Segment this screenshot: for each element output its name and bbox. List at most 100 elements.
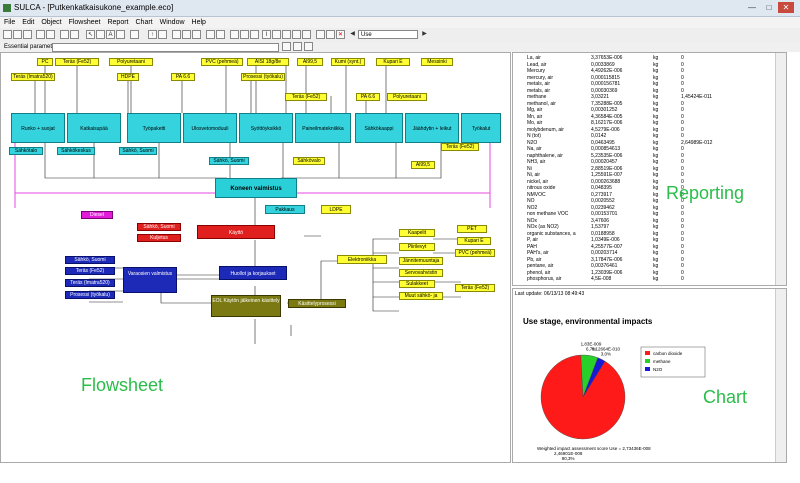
zoom-icon[interactable]	[182, 30, 191, 39]
move-up-icon[interactable]: ↑	[148, 30, 157, 39]
node-ulosvetomoduuli[interactable]: Ulosvetomoduuli	[183, 113, 237, 143]
node-pvc-pehmea[interactable]: PVC (pehmeä)	[455, 249, 495, 257]
node-sahkotalo[interactable]: Sähkötalo	[9, 147, 43, 155]
node-sahko-suomi[interactable]: Sähkö, Suomi	[65, 256, 115, 264]
node-varaosien-valmistus[interactable]: Varaosien valmistus	[123, 267, 177, 293]
arrow-right-icon[interactable]: ▶	[422, 31, 427, 37]
new-icon[interactable]	[3, 30, 12, 39]
node-kuljetus[interactable]: Kuljetus	[137, 234, 181, 242]
node-sulakkeet[interactable]: Sulakkeet	[399, 280, 435, 288]
node-jaahdytin[interactable]: Jäähdytin + leikut	[405, 113, 459, 143]
option-icon[interactable]	[293, 42, 302, 51]
node-al995[interactable]: Al99,5	[411, 161, 435, 169]
menu-chart[interactable]: Chart	[135, 19, 153, 26]
node-syottoyksikko[interactable]: Syöttöyksikkö	[239, 113, 293, 143]
table-icon[interactable]	[216, 30, 225, 39]
node-teras-fe52[interactable]: Teräs (Fe52)	[455, 284, 495, 292]
node-sahko-suomi[interactable]: Sähkö, Suomi	[209, 157, 249, 165]
maximize-icon[interactable]: □	[766, 3, 772, 12]
print-icon[interactable]	[36, 30, 45, 39]
node-pakkaus[interactable]: Pakkaus	[265, 205, 305, 214]
node-hdpe[interactable]: HDPE	[117, 73, 139, 81]
node-paineilmatekniikka[interactable]: Paineilmatekniikka	[295, 113, 351, 143]
node-kaytto[interactable]: Käyttö	[197, 225, 275, 239]
node-elektroniikka[interactable]: Elektroniikka	[337, 255, 387, 264]
node-eol[interactable]: EOL Käytön jälkeinen käsittely	[211, 295, 281, 317]
node-ldpe[interactable]: LDPE	[321, 205, 351, 214]
copy-icon[interactable]	[60, 30, 69, 39]
save-icon[interactable]	[23, 30, 32, 39]
pointer-icon[interactable]: ↖	[86, 30, 95, 39]
layout-icon[interactable]	[240, 30, 249, 39]
menu-flowsheet[interactable]: Flowsheet	[68, 19, 101, 26]
minimize-icon[interactable]: —	[748, 3, 756, 12]
node-sahko-suomi[interactable]: Sähkö, Suomi	[119, 147, 157, 155]
stage-icon[interactable]	[302, 30, 311, 39]
menu-file[interactable]: File	[4, 19, 16, 26]
chart-scrollbar[interactable]	[775, 289, 786, 462]
move-down-icon[interactable]	[158, 30, 167, 39]
layout-icon[interactable]	[230, 30, 239, 39]
node-tyokalut[interactable]: Työkalut	[461, 113, 501, 143]
menu-window[interactable]: Window	[159, 19, 185, 26]
node-polyuretaani[interactable]: Polyuretaani	[387, 93, 427, 101]
node-pvc-pehmea[interactable]: PVC (pehmeä)	[201, 58, 243, 66]
node-runko[interactable]: Runko + suojat	[11, 113, 65, 143]
chart-pane[interactable]: Last update: 06/13/13 08:49:43 Use stage…	[512, 288, 787, 463]
table-icon[interactable]	[206, 30, 215, 39]
open-icon[interactable]	[13, 30, 22, 39]
menu-object[interactable]: Object	[41, 19, 62, 26]
node-muut-sahko[interactable]: Muut sähkö- ja	[399, 292, 443, 300]
select-icon[interactable]	[96, 30, 105, 39]
arrow-left-icon[interactable]: ◀	[350, 31, 355, 37]
arrow-icon[interactable]	[326, 30, 335, 39]
node-pa66[interactable]: PA 6.6	[356, 93, 380, 101]
edit-icon[interactable]	[316, 30, 325, 39]
node-teras-fe52[interactable]: Teräs (Fe52)	[441, 143, 479, 151]
node-kupari[interactable]: Kupari E	[457, 237, 491, 245]
node-servovahvistin[interactable]: Servovahvistin	[399, 269, 443, 277]
node-kaapelit[interactable]: Kaapelit	[399, 229, 435, 237]
menu-edit[interactable]: Edit	[22, 19, 35, 26]
clear-icon[interactable]	[304, 42, 313, 51]
preview-icon[interactable]	[46, 30, 55, 39]
chart-icon[interactable]	[272, 30, 281, 39]
node-sahkokeskus[interactable]: Sähkökeskus	[57, 147, 95, 155]
node-pc[interactable]: PC	[37, 58, 53, 66]
node-jannitemuuntaja[interactable]: Jännitemuuntaja	[399, 257, 443, 265]
node-sahkokaappi[interactable]: Sähkökaappi	[355, 113, 403, 143]
close-icon[interactable]: ✕	[336, 30, 345, 39]
node-prosessi[interactable]: Prosessi (työkalu)	[241, 73, 285, 81]
node-katkaisupaa[interactable]: Katkaisupää	[67, 113, 121, 143]
parameter-select[interactable]	[52, 43, 279, 52]
node-al995[interactable]: Al99,5	[297, 58, 323, 66]
node-sahkovalo[interactable]: Sähkövalo	[293, 157, 325, 165]
grid-icon[interactable]	[192, 30, 201, 39]
flowsheet-pane[interactable]: PC Teräs (Fe52) Polyuretaani Teräs (Imat…	[0, 52, 511, 463]
node-teras-fe52[interactable]: Teräs (Fe52)	[285, 93, 327, 101]
paste-icon[interactable]	[70, 30, 79, 39]
text-icon[interactable]: I	[262, 30, 271, 39]
zoom-select[interactable]: Use	[358, 30, 418, 39]
node-teras-imatra[interactable]: Teräs (Imatra520)	[65, 279, 115, 287]
node-sahko-suomi[interactable]: Sähkö, Suomi	[137, 223, 181, 231]
node-kasittelyprosessi[interactable]: Käsittelyprosessi	[288, 299, 346, 308]
menu-help[interactable]: Help	[191, 19, 206, 26]
report-icon[interactable]	[282, 30, 291, 39]
text-icon[interactable]: A	[106, 30, 115, 39]
close-icon[interactable]: ✕	[778, 2, 794, 13]
node-aisi[interactable]: AISI 18g/8e	[247, 58, 289, 66]
node-diesel[interactable]: Diesel	[81, 211, 113, 219]
menu-report[interactable]: Report	[107, 19, 129, 26]
node-pa66[interactable]: PA 6.6	[171, 73, 195, 81]
node-teras-fe52[interactable]: Teräs (Fe52)	[55, 58, 99, 66]
option-icon[interactable]	[282, 42, 291, 51]
node-polyuretaani[interactable]: Polyuretaani	[109, 58, 153, 66]
delete-icon[interactable]	[130, 30, 139, 39]
calculator-icon[interactable]	[172, 30, 181, 39]
node-kupari[interactable]: Kupari E	[376, 58, 410, 66]
node-teras-imatra[interactable]: Teräs (Imatra520)	[11, 73, 55, 81]
node-prosessi[interactable]: Prosessi (työkalu)	[65, 291, 115, 299]
node-piirilevyt[interactable]: Piirilevyt	[399, 243, 435, 251]
